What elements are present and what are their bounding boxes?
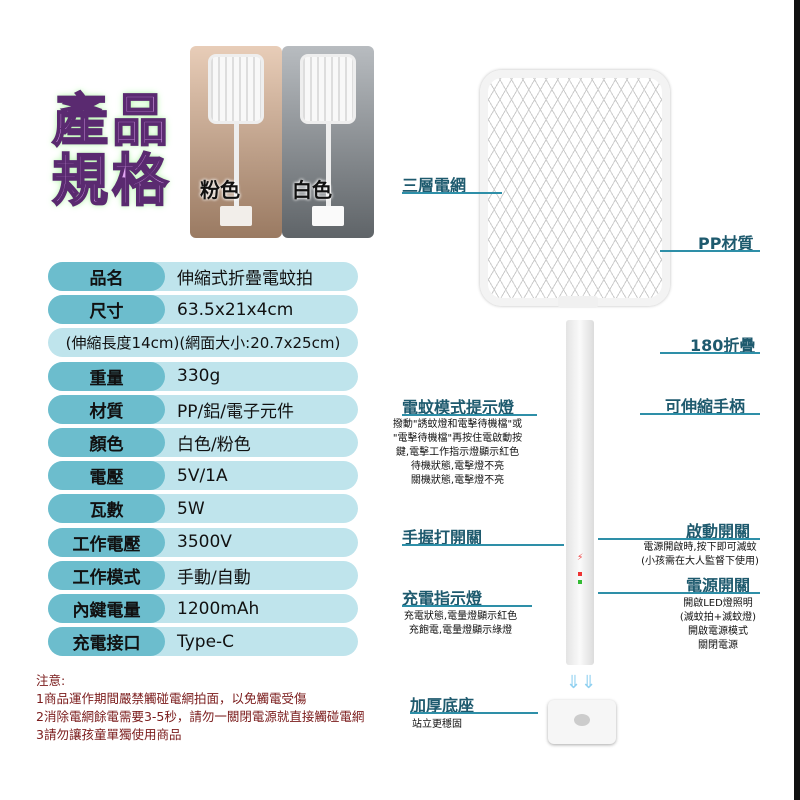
right-border [794, 0, 800, 800]
spec-value: 白色/粉色 [177, 435, 251, 455]
spec-row: 尺寸 63.5x21x4cm [48, 295, 358, 325]
note-item: 2消除電網餘電需要3-5秒，請勿一關閉電源就直接觸碰電網 [36, 709, 365, 724]
down-arrows-icon: ⇓⇓ [566, 672, 597, 693]
racket-handle [566, 320, 594, 665]
mode-indicator-icon: ⚡ [577, 553, 584, 563]
spec-row: 瓦數 5W [48, 494, 358, 524]
charge-led-red [578, 572, 582, 576]
spec-row: 重量 330g [48, 361, 358, 391]
spec-value: 1200mAh [177, 598, 260, 619]
callout-charge-desc: 充電狀態,電量燈顯示紅色充飽電,電量燈顯示綠燈 [403, 611, 518, 636]
title-line-2: 規格 [51, 149, 172, 214]
spec-row: 工作模式手動/自動 [48, 560, 358, 590]
callout-handle: 可伸縮手柄 [665, 397, 746, 416]
notes-title: 注意: [36, 673, 66, 688]
spec-key: 充電接口 [48, 627, 165, 657]
callout-mesh: 三層電網 [402, 176, 467, 195]
spec-key: 工作模式 [48, 560, 165, 590]
racket-base [548, 700, 616, 744]
pink-label: 粉色 [200, 178, 240, 202]
callout-base-desc: 站立更穩固 [412, 719, 462, 730]
spec-value: Type-C [177, 631, 235, 652]
spec-row: 品名伸縮式折疊電蚊拍 [48, 262, 358, 291]
spec-key: 工作電壓 [48, 527, 165, 557]
spec-key: 瓦數 [48, 494, 165, 524]
callout-power-title: 電源開關 [686, 576, 751, 595]
callout-pp: PP材質 [698, 234, 754, 253]
spec-value: 330g [177, 366, 221, 387]
callout-mode-desc: 撥動"誘蚊燈和電擊待機檔"或"電擊待機檔"再按住電啟動按鍵,電擊工作指示燈顯示紅… [392, 419, 523, 486]
spec-key: 材質 [48, 394, 165, 424]
spec-row: 內鍵電量 1200mAh [48, 594, 358, 623]
spec-value: 3500V [177, 532, 232, 553]
callout-charge-title: 充電指示燈 [402, 589, 483, 608]
spec-row: 充電接口 Type-C [48, 627, 358, 657]
spec-row: 材質 PP/鋁/電子元件 [48, 394, 358, 424]
spec-key: 重量 [48, 361, 165, 391]
callout-start-desc: 電源開啟時,按下即可滅蚊(小孩需在大人監督下使用) [641, 542, 759, 567]
spec-value: 伸縮式折疊電蚊拍 [177, 269, 313, 289]
callout-base-title: 加厚底座 [410, 696, 475, 715]
white-variant-image: 白色 [282, 46, 374, 238]
spec-key: 電壓 [48, 461, 165, 491]
spec-key: 顏色 [48, 428, 165, 457]
spec-value: 63.5x21x4cm [177, 299, 294, 320]
pink-variant-image: 粉色 [190, 46, 282, 238]
notes: 注意: 1商品運作期間嚴禁觸碰電網拍面，以免觸電受傷 2消除電網餘電需要3-5秒… [36, 672, 364, 744]
note-item: 1商品運作期間嚴禁觸碰電網拍面，以免觸電受傷 [36, 691, 307, 706]
racket-head [480, 70, 670, 306]
fold-joint [558, 296, 598, 308]
title-line-1: 產品 [51, 89, 172, 154]
callout-fold: 180折疊 [690, 336, 756, 355]
spec-row: 顏色白色/粉色 [48, 428, 358, 457]
spec-row: 工作電壓 3500V [48, 527, 358, 557]
spec-key: 品名 [48, 262, 165, 291]
spec-key: 內鍵電量 [48, 594, 165, 623]
spec-row: 電壓 5V/1A [48, 461, 358, 491]
spec-value: PP/鋁/電子元件 [177, 401, 294, 422]
callout-grip: 手握打開關 [402, 528, 483, 547]
callout-power-desc: 開啟LED燈照明(滅蚊拍+滅蚊燈)開啟電源模式關閉電源 [679, 598, 757, 651]
spec-value: 5W [177, 498, 205, 519]
spec-row: (伸縮長度14cm)(網面大小:20.7x25cm) [48, 328, 358, 358]
spec-value: 5V/1A [177, 465, 228, 486]
note-item: 3請勿讓孩童單獨使用商品 [36, 727, 182, 742]
callout-mode-title: 電蚊模式提示燈 [402, 398, 515, 417]
callout-start-title: 啟動開關 [686, 522, 751, 541]
spec-value: 手動/自動 [177, 567, 251, 588]
white-label: 白色 [292, 178, 332, 202]
spec-key: 尺寸 [48, 295, 165, 325]
charge-led-green [578, 580, 582, 584]
